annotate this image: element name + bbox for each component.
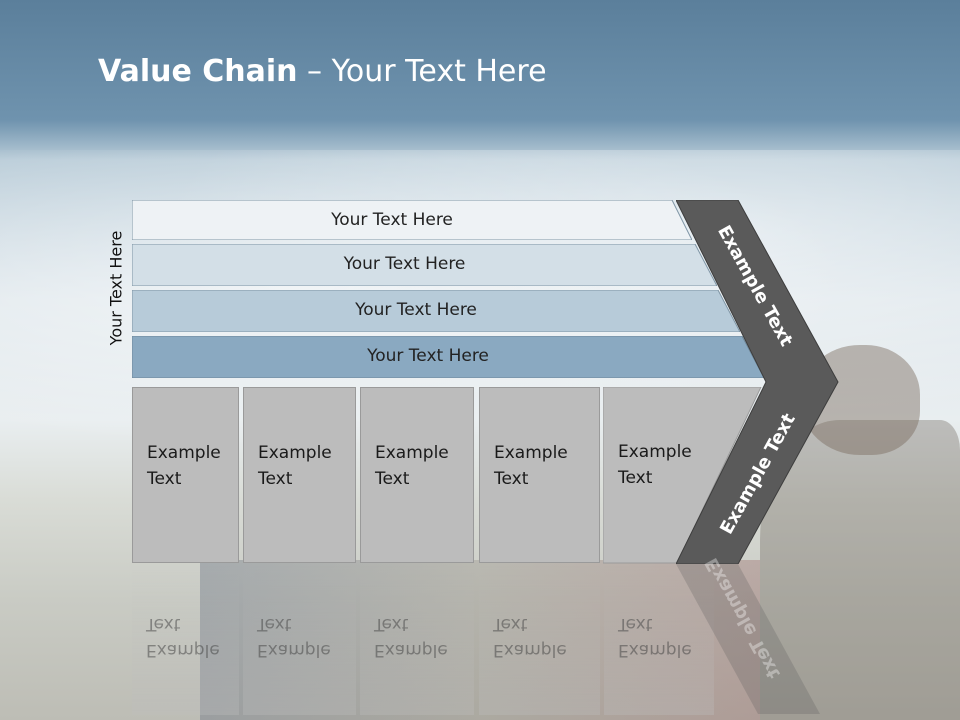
cell-4: Example Text	[479, 387, 600, 563]
cell-1: Example Text	[132, 387, 239, 563]
row-1: Your Text Here	[132, 200, 692, 240]
cell-3-reflection-line2: Text	[374, 614, 409, 634]
chevron-shape	[676, 200, 839, 564]
row-4-label: Your Text Here	[367, 346, 489, 366]
cell-4-reflection: Example Text	[479, 565, 600, 715]
cell-3-reflection-line1: Example	[374, 640, 448, 660]
row-3: Your Text Here	[132, 290, 740, 332]
row-2: Your Text Here	[132, 244, 717, 286]
background-person	[760, 420, 960, 720]
cell-1-reflection-line1: Example	[146, 640, 220, 660]
cell-1-line1: Example	[147, 443, 221, 463]
cell-2-reflection: Example Text	[243, 565, 356, 715]
row-2-shape	[132, 244, 717, 286]
cell-4-line2: Text	[494, 469, 529, 489]
vertical-label: Your Text Here	[106, 230, 126, 346]
row-4: Your Text Here	[132, 336, 764, 378]
slide-title: Value Chain – Your Text Here	[98, 54, 547, 89]
cell-2: Example Text	[243, 387, 356, 563]
row-1-shape	[132, 200, 692, 240]
chevron-reflection	[676, 564, 820, 714]
cell-2-reflection-line1: Example	[257, 640, 331, 660]
cell-1-reflection-line2: Text	[146, 614, 181, 634]
cell-4-line1: Example	[494, 443, 568, 463]
row-4-shape	[132, 336, 764, 378]
background-legs	[200, 560, 760, 720]
row-2-label: Your Text Here	[343, 254, 466, 274]
cell-1-line2: Text	[147, 469, 182, 489]
cell-2-line1: Example	[258, 443, 332, 463]
cell-3-reflection: Example Text	[360, 565, 474, 715]
row-1-label: Your Text Here	[331, 210, 453, 230]
title-bold: Value Chain	[98, 54, 298, 89]
row-3-label: Your Text Here	[355, 300, 477, 320]
cell-2-line2: Text	[258, 469, 293, 489]
title-rest: – Your Text Here	[297, 54, 547, 89]
cell-5-line2: Text	[618, 468, 653, 488]
cell-2-reflection-line2: Text	[257, 614, 292, 634]
cell-5: Example Text	[604, 387, 714, 563]
cell-1-reflection: Example Text	[132, 565, 239, 715]
cell-3-line2: Text	[375, 469, 410, 489]
row-3-shape	[132, 290, 740, 332]
cell-5-line1: Example	[618, 442, 692, 462]
cell-4-reflection-line2: Text	[493, 614, 528, 634]
cell-4-reflection-line1: Example	[493, 640, 567, 660]
cell-3: Example Text	[360, 387, 474, 563]
cell-3-line1: Example	[375, 443, 449, 463]
